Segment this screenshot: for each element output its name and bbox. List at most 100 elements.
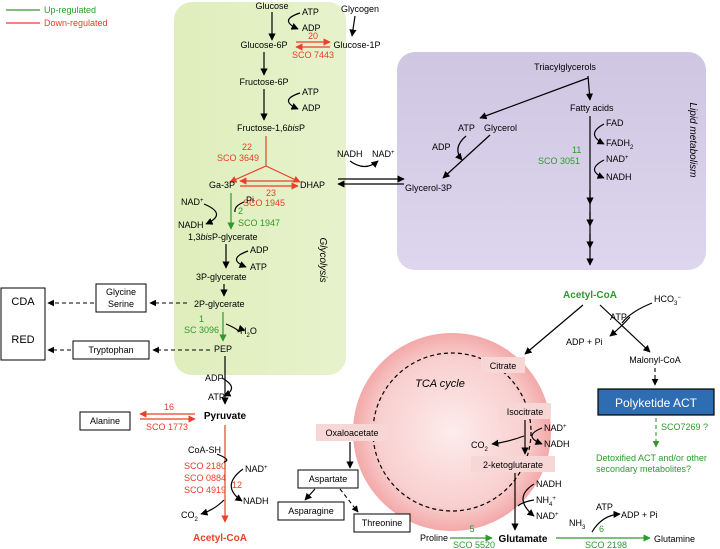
nad-curve-tca — [531, 427, 543, 445]
dhap: DHAP — [300, 180, 325, 190]
sco-1945: SCO 1945 — [243, 198, 285, 208]
arrow-acetylcoa-malonylcoa — [599, 304, 651, 353]
enzyme-6: 6 — [599, 524, 604, 534]
arrow-acetylcoa-citrate — [524, 304, 584, 355]
aspartate: Aspartate — [309, 474, 348, 484]
glycolysis-label: Glycolysis — [317, 237, 328, 282]
citrate-box — [481, 357, 525, 373]
nadh-tca: NADH — [544, 439, 570, 449]
tca-cycle-label: TCA cycle — [415, 378, 465, 390]
nad-ga3p: NAD+ — [181, 197, 204, 207]
legend-down-label: Down-regulated — [44, 18, 108, 28]
nh3: NH3 — [569, 518, 586, 531]
nad-lipid: NAD+ — [606, 154, 629, 164]
aspartate-box — [297, 469, 359, 489]
fad-curve — [593, 123, 605, 145]
enzyme-2: 2 — [238, 206, 243, 216]
pep: PEP — [214, 344, 232, 354]
arrow-aspartate-asparagine — [304, 488, 316, 501]
lipid-metabolism-label: Lipid metabolism — [687, 102, 698, 177]
threonine-box — [353, 513, 411, 533]
nad-nadh-curve-ga3p — [203, 203, 218, 225]
isocitrate-box — [499, 403, 551, 419]
tca-cycle-region — [353, 333, 551, 531]
enzyme-20: 20 — [308, 31, 318, 41]
adp-4: ADP — [205, 373, 224, 383]
enzyme-22: 22 — [242, 142, 252, 152]
atp-curve-gs — [591, 510, 621, 533]
alanine: Alanine — [90, 416, 120, 426]
atp-4: ATP — [208, 392, 225, 402]
fatty-acids: Fatty acids — [570, 103, 614, 113]
glycine-serine-box — [95, 283, 147, 313]
glutamine: Glutamine — [654, 534, 695, 544]
fad: FAD — [606, 118, 624, 128]
arrow-glycogen — [349, 15, 357, 37]
h2o: H2O — [240, 326, 257, 339]
enzyme-12: 12 — [232, 480, 242, 490]
acetyl-coa-top: Acetyl-CoA — [563, 290, 617, 301]
arrow-fbp-ga3p — [229, 165, 267, 183]
adp-2: ADP — [302, 103, 321, 113]
adp-lipid: ADP — [432, 142, 451, 152]
sco-1773: SCO 1773 — [146, 422, 188, 432]
co2-curve-tca — [491, 435, 525, 447]
adp-3: ADP — [250, 245, 269, 255]
triacylglycerols: Triacylglycerols — [534, 62, 596, 72]
cda: CDA — [11, 296, 35, 308]
fructose-6p: Fructose-6P — [239, 77, 288, 87]
asparagine: Asparagine — [288, 506, 334, 516]
hco3: HCO3− — [654, 294, 681, 307]
adp-pi-malonyl: ADP + Pi — [566, 337, 603, 347]
malonyl-coa: Malonyl-CoA — [629, 355, 681, 365]
legend-up-label: Up-regulated — [44, 5, 96, 15]
glycine: Glycine — [106, 287, 136, 297]
glucose-1p: Glucose-1P — [333, 40, 380, 50]
threonine: Threonine — [362, 518, 403, 528]
red: RED — [11, 334, 34, 346]
atp-lipid: ATP — [458, 123, 475, 133]
atp-3: ATP — [250, 262, 267, 272]
nadh-gdh: NADH — [536, 479, 562, 489]
asparagine-box — [277, 501, 345, 521]
lipid-metabolism-region — [397, 52, 706, 270]
ketoglutarate-box — [471, 456, 555, 472]
sco-5520: SCO 5520 — [453, 540, 495, 549]
isocitrate: Isocitrate — [507, 407, 544, 417]
glycolysis-region — [174, 2, 346, 375]
arrow-aspartate-threonine — [339, 488, 359, 513]
nad-nadh-curve-pdh — [230, 468, 244, 502]
atp-adp-curve-2 — [287, 92, 301, 110]
fructose-bisphosphate: Fructose-1,6bisP — [237, 123, 305, 133]
oxaloacetate: Oxaloacetate — [325, 428, 378, 438]
co2-pdh: CO2 — [181, 510, 199, 523]
nadh-dhap: NADH — [337, 149, 363, 159]
nad-pdh: NAD+ — [245, 464, 268, 474]
pi: Pi — [246, 195, 254, 205]
nh4-curve — [517, 499, 535, 507]
sc-3096: SC 3096 — [184, 325, 219, 335]
atp-gs: ATP — [596, 502, 613, 512]
co2-tca: CO2 — [471, 440, 489, 453]
arrow-glycerol-g3p — [442, 134, 491, 179]
nad-curve-lipid — [593, 159, 605, 179]
nh4: NH4+ — [536, 495, 556, 508]
nad-dhap: NAD+ — [372, 149, 395, 159]
adp-atp-curve-3 — [235, 250, 249, 268]
polyketide-act: Polyketide ACT — [615, 396, 698, 410]
atp-2: ATP — [302, 87, 319, 97]
atp-1: ATP — [302, 7, 319, 17]
polyketide-act-box — [597, 388, 715, 416]
nad-gdh: NAD+ — [536, 511, 559, 521]
sco-2198: SCO 2198 — [585, 540, 627, 549]
arrow-tag-glycerol — [479, 77, 589, 120]
tryptophan: Tryptophan — [88, 345, 133, 355]
nad-tca: NAD+ — [544, 423, 567, 433]
adp-1: ADP — [302, 23, 321, 33]
glucose: Glucose — [255, 1, 288, 11]
tryptophan-box — [72, 340, 150, 360]
sco-1947: SCO 1947 — [238, 218, 280, 228]
sco-7269: SCO7269 ? — [661, 422, 708, 432]
